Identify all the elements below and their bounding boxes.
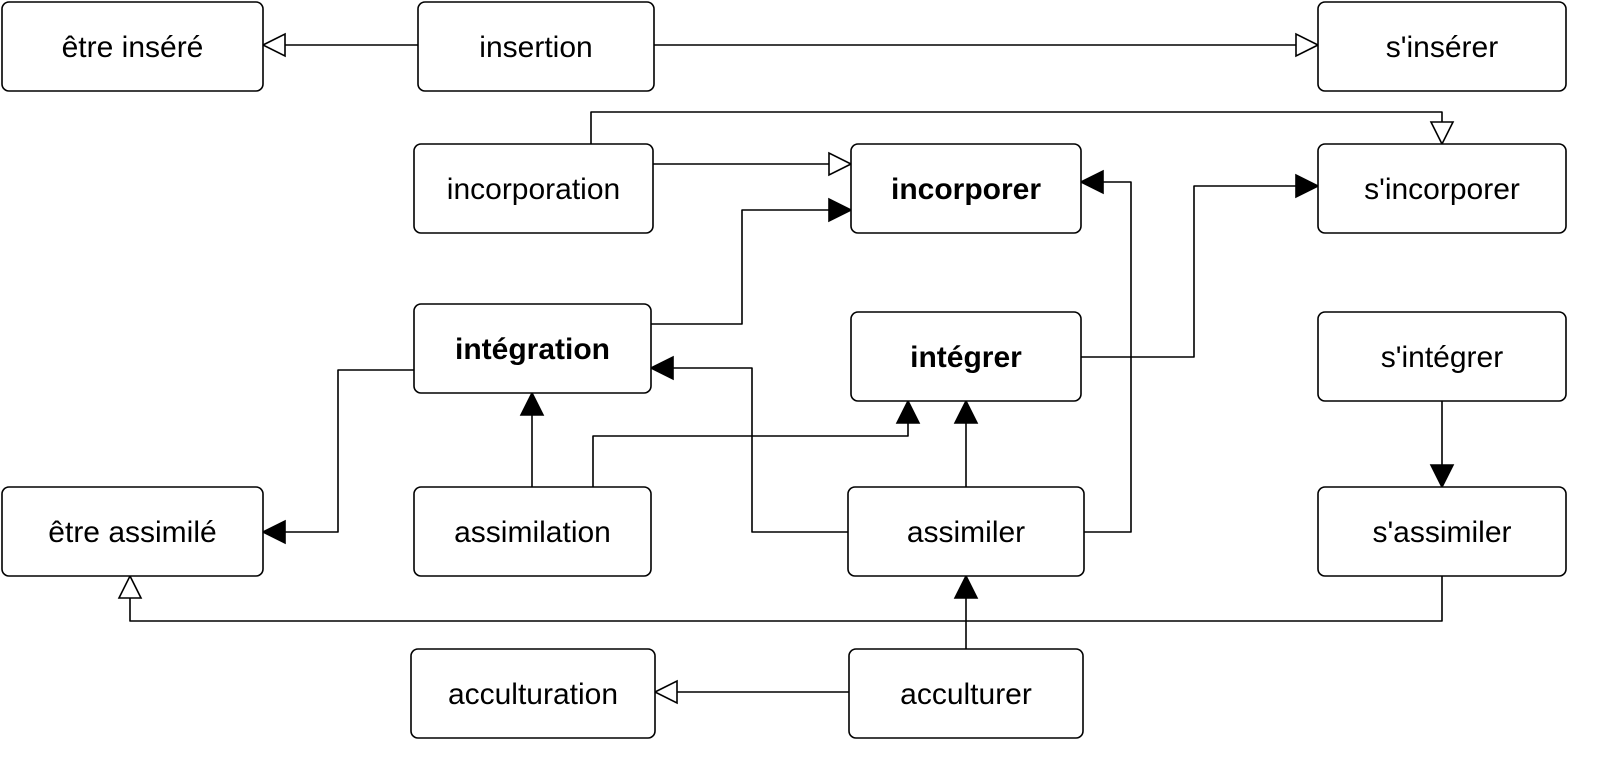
edge-line [285, 369, 414, 533]
edge-s_assimiler-to-etre_assimile [117, 574, 1443, 622]
node-assimiler: assimiler [847, 486, 1085, 577]
hollow-arrowhead [1295, 32, 1320, 58]
node-etre-insere: être inséré [1, 1, 264, 92]
node-box [413, 143, 654, 234]
node-label: intégrer [910, 341, 1022, 374]
edge-assimiler-to-integrer [953, 399, 979, 487]
node-label: intégration [455, 333, 610, 366]
node-box [1317, 143, 1567, 234]
node-acculturer: acculturer [848, 648, 1084, 739]
edge-incorporation-to-s_incorporer [590, 111, 1455, 146]
node-s-incorporer: s'incorporer [1317, 143, 1567, 234]
edge-line [592, 423, 909, 487]
node-label: être assimilé [48, 516, 216, 549]
edge-integration-to-etre_assimile [261, 369, 414, 545]
edge-incorporation-to-incorporer [653, 151, 853, 177]
edge-s_integrer-to-s_assimiler [1429, 401, 1455, 489]
edge-insertion-to-etre_insere [261, 32, 418, 58]
hollow-arrowhead [1429, 121, 1455, 146]
nodes-layer: être inséré insertion s'insérer incorporati… [1, 1, 1567, 739]
node-label: assimilation [454, 516, 611, 549]
filled-arrowhead [953, 399, 979, 424]
edge-acculturer-to-acculturation [653, 679, 849, 705]
node-box [410, 648, 656, 739]
edge-insertion-to-s_inserer [654, 32, 1320, 58]
node-etre-assimile: être assimilé [1, 486, 264, 577]
edge-line [651, 209, 829, 325]
edge-assimiler-to-incorporer [1079, 169, 1132, 533]
node-integrer: intégrer [850, 311, 1082, 402]
node-label: s'intégrer [1381, 341, 1503, 374]
node-box [413, 486, 652, 577]
node-insertion: insertion [417, 1, 655, 92]
filled-arrowhead [1079, 169, 1104, 195]
edge-assimiler-to-integration [649, 355, 848, 533]
hollow-arrowhead [117, 574, 143, 599]
edge-line [673, 367, 848, 533]
node-box [417, 1, 655, 92]
node-box [1, 486, 264, 577]
node-box [413, 303, 652, 394]
filled-arrowhead [261, 519, 286, 545]
edge-line [129, 576, 1443, 622]
edge-assimilation-to-integration [519, 391, 545, 487]
node-s-assimiler: s'assimiler [1317, 486, 1567, 577]
edges-layer [117, 32, 1455, 705]
node-label: être inséré [62, 31, 204, 64]
filled-arrowhead [895, 399, 921, 424]
node-integration: intégration [413, 303, 652, 394]
node-incorporer: incorporer [850, 143, 1082, 234]
node-label: s'incorporer [1364, 173, 1520, 206]
filled-arrowhead [519, 391, 545, 416]
node-box [848, 648, 1084, 739]
node-box [1317, 311, 1567, 402]
filled-arrowhead [953, 574, 979, 599]
node-assimilation: assimilation [413, 486, 652, 577]
filled-arrowhead [1295, 173, 1320, 199]
edge-acculturer-to-assimiler [953, 574, 979, 649]
node-box [850, 311, 1082, 402]
node-label: incorporation [447, 173, 620, 206]
node-box [847, 486, 1085, 577]
edge-line [590, 111, 1443, 144]
filled-arrowhead [828, 197, 853, 223]
node-label: incorporer [891, 173, 1041, 206]
node-s-inserer: s'insérer [1317, 1, 1567, 92]
node-label: s'assimiler [1372, 516, 1511, 549]
hollow-arrowhead [261, 32, 286, 58]
node-box [1317, 486, 1567, 577]
node-label: s'insérer [1386, 31, 1498, 64]
hollow-arrowhead [653, 679, 678, 705]
node-acculturation: acculturation [410, 648, 656, 739]
node-label: insertion [479, 31, 592, 64]
node-box [1317, 1, 1567, 92]
edge-integrer-to-s_incorporer [1081, 173, 1320, 358]
node-box [1, 1, 264, 92]
edge-line [1081, 185, 1296, 358]
edge-assimilation-to-integrer [592, 399, 921, 487]
node-box [850, 143, 1082, 234]
node-label: acculturation [448, 678, 618, 711]
filled-arrowhead [1429, 464, 1455, 489]
node-incorporation: incorporation [413, 143, 654, 234]
edge-integration-to-incorporer [651, 197, 853, 325]
node-label: assimiler [907, 516, 1025, 549]
node-label: acculturer [900, 678, 1032, 711]
node-s-integrer: s'intégrer [1317, 311, 1567, 402]
hollow-arrowhead [828, 151, 853, 177]
filled-arrowhead [649, 355, 674, 381]
